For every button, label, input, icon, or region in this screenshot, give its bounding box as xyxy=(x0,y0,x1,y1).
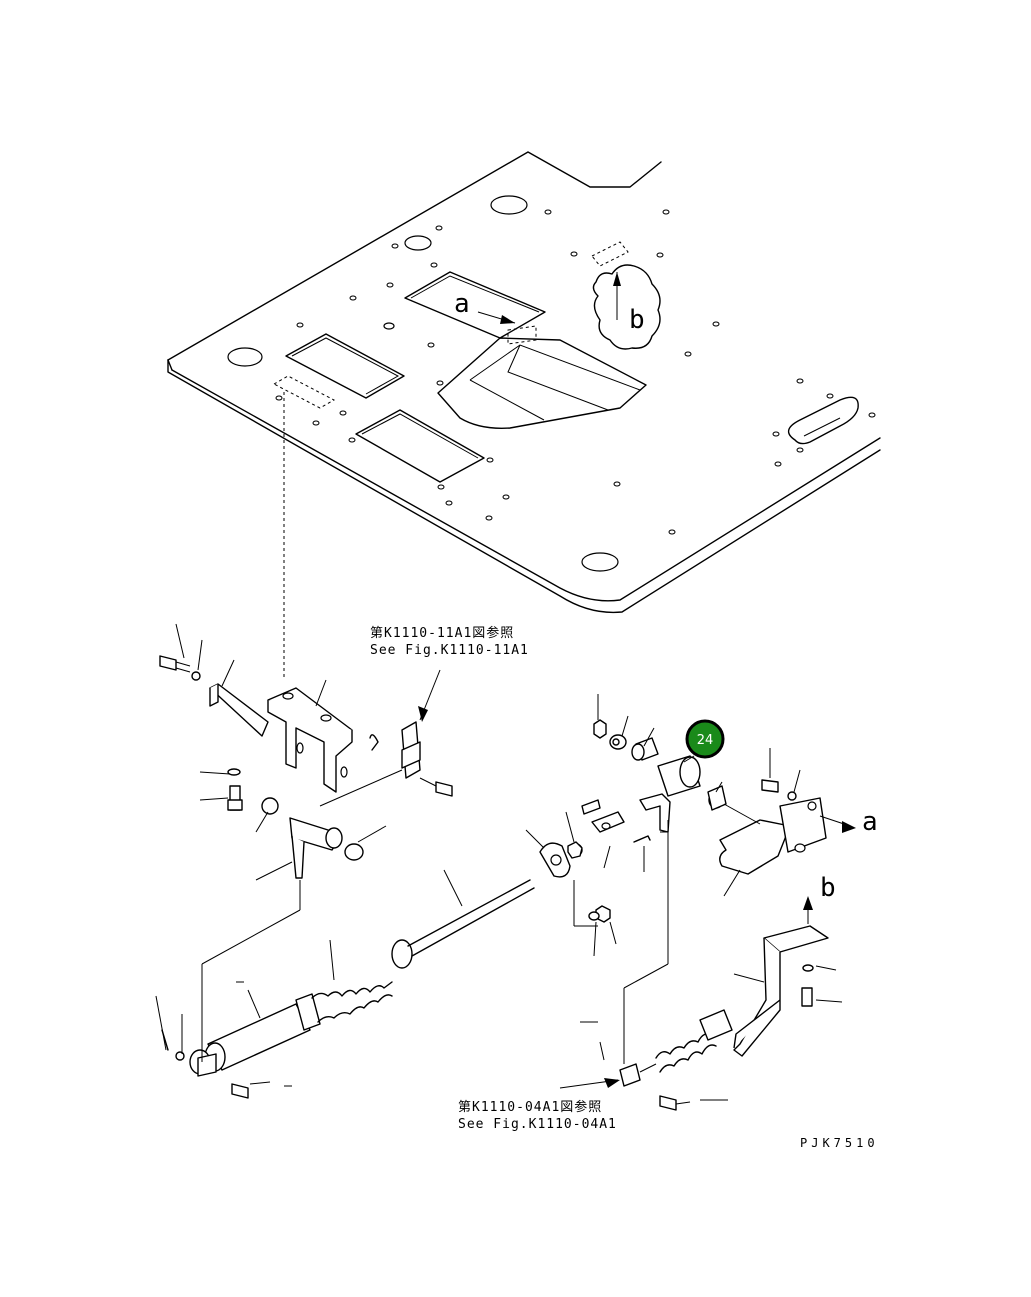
ref-top-jp: 第K1110-11A1図参照 xyxy=(370,625,514,641)
part-24-label: 24 xyxy=(697,733,714,748)
view-b-right-label: b xyxy=(820,873,836,903)
view-b-label: b xyxy=(629,305,645,335)
right-pedal-assembly xyxy=(567,719,829,1111)
view-a-label: a xyxy=(454,289,470,319)
middle-leaders xyxy=(155,829,598,1087)
drawing-code: PJK7510 xyxy=(800,1136,879,1150)
left-pedal-bracket-assembly xyxy=(159,655,453,879)
arrow-a xyxy=(842,821,856,833)
left-leaders xyxy=(175,623,441,881)
rod-spring-assembly xyxy=(161,842,583,1099)
ref-bottom-en: See Fig.K1110-04A1 xyxy=(458,1117,617,1132)
arrow-b xyxy=(803,896,813,910)
part-24-badge[interactable]: 24 xyxy=(685,719,725,759)
right-leaders xyxy=(559,694,851,1105)
ref-bottom-jp: 第K1110-04A1図参照 xyxy=(458,1099,602,1115)
ref-top-en: See Fig.K1110-11A1 xyxy=(370,643,529,658)
floor-plate xyxy=(167,151,881,614)
view-a-right-label: a xyxy=(862,807,878,837)
